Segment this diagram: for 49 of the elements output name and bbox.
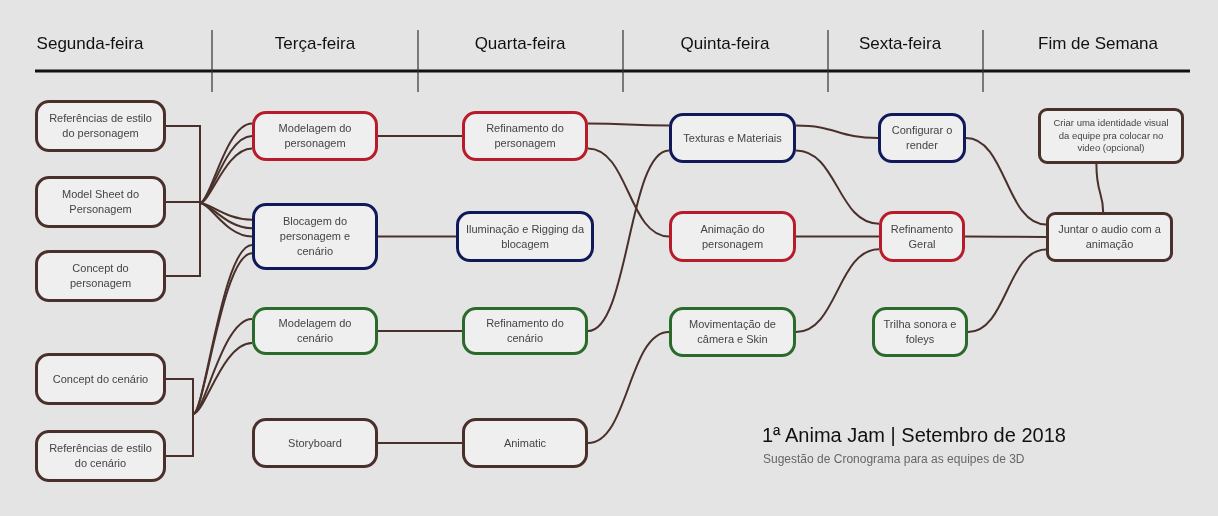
task-box: Storyboard bbox=[252, 418, 378, 468]
subtitle: Sugestão de Cronograma para as equipes de 3D bbox=[763, 452, 1025, 466]
connector-line bbox=[165, 125, 253, 221]
connector-line bbox=[964, 235, 1047, 238]
connector-line bbox=[377, 442, 463, 444]
task-box: Modelagem do personagem bbox=[252, 111, 378, 161]
connector-line bbox=[965, 137, 1047, 226]
day-heading: Terça-feira bbox=[274, 34, 356, 54]
connector-line bbox=[795, 235, 880, 238]
task-box: Refinamento do cenário bbox=[462, 307, 588, 355]
connector-line bbox=[377, 135, 463, 137]
task-box: Movimentação de câmera e Skin bbox=[669, 307, 796, 357]
task-box: Referências de estilo do cenário bbox=[35, 430, 166, 482]
task-box: Criar uma identidade visual da equipe pra colocar no video (opcional) bbox=[1038, 108, 1184, 164]
task-box: Configurar o render bbox=[878, 113, 966, 163]
connector-line bbox=[587, 122, 670, 127]
connector-line bbox=[795, 124, 879, 139]
day-heading: Segunda-feira bbox=[36, 34, 144, 54]
task-box: Referências de estilo do personagem bbox=[35, 100, 166, 152]
connector-line bbox=[1095, 163, 1105, 213]
task-box: Refinamento do personagem bbox=[462, 111, 588, 161]
task-box: Juntar o audio com a animação bbox=[1046, 212, 1173, 262]
task-box: Animação do personagem bbox=[669, 211, 796, 262]
task-box: Concept do personagem bbox=[35, 250, 166, 302]
connector-line bbox=[377, 235, 457, 238]
day-heading: Quarta-feira bbox=[474, 34, 566, 54]
task-box: Model Sheet do Personagem bbox=[35, 176, 166, 228]
task-box: Refinamento Geral bbox=[879, 211, 965, 262]
connector-line bbox=[795, 248, 880, 333]
connector-line bbox=[587, 331, 670, 444]
day-heading: Quinta-feira bbox=[680, 34, 770, 54]
day-heading: Fim de Semana bbox=[1038, 34, 1158, 54]
connector-line bbox=[967, 248, 1047, 333]
task-box: Concept do cenário bbox=[35, 353, 166, 405]
connector-line bbox=[165, 202, 253, 277]
connector-line bbox=[165, 342, 253, 457]
title: 1ª Anima Jam | Setembro de 2018 bbox=[762, 424, 1066, 447]
task-box: Animatic bbox=[462, 418, 588, 468]
task-box: Trilha sonora e foleys bbox=[872, 307, 968, 357]
day-heading: Sexta-feira bbox=[858, 34, 942, 54]
task-box: Iluminação e Rigging da blocagem bbox=[456, 211, 594, 262]
connector-line bbox=[795, 149, 880, 225]
task-box: Texturas e Materiais bbox=[669, 113, 796, 163]
connector-line bbox=[587, 149, 670, 332]
connector-line bbox=[165, 318, 253, 415]
task-box: Blocagem do personagem e cenário bbox=[252, 203, 378, 270]
task-box: Modelagem do cenário bbox=[252, 307, 378, 355]
connector-line bbox=[587, 147, 670, 238]
connector-line bbox=[377, 330, 463, 332]
